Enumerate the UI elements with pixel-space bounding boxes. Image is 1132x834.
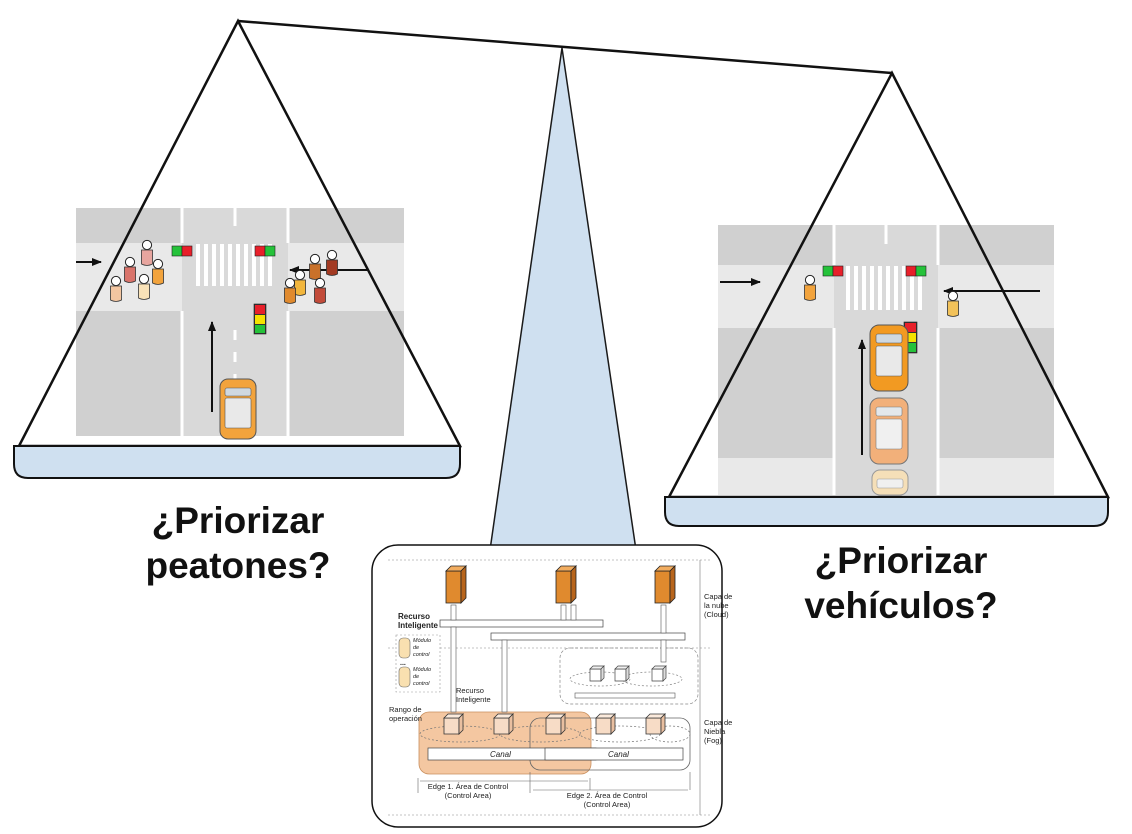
fog-resource-1 (443, 713, 464, 735)
module-label: Módulo (413, 638, 431, 644)
canal-label-1: Canal (490, 750, 511, 759)
left-question-line-1: ¿Priorizar (151, 500, 325, 541)
resource-label: Inteligente (456, 695, 491, 704)
left-question: ¿Priorizar peatones? (118, 498, 358, 588)
pedestrian-light-left (822, 265, 844, 277)
pedestrian-right (947, 290, 959, 317)
right-question-line-1: ¿Priorizar (814, 540, 988, 581)
module-label: control (413, 652, 430, 658)
traffic-light-vehicle (253, 303, 267, 335)
module-label: de (413, 674, 419, 680)
resource-label: Recurso (456, 686, 484, 695)
cloud-resource-2 (555, 565, 577, 604)
pedestrian-left (804, 274, 816, 301)
cloud-layer-label: Capa de (704, 592, 732, 601)
fog-layer-label: (Fog) (704, 736, 722, 745)
module-label: control (413, 681, 430, 687)
module-ellipsis: ... (400, 660, 406, 667)
cloud-layer-label: (Cloud) (704, 610, 729, 619)
pedestrian-light-right (905, 265, 927, 277)
waiting-car (219, 378, 257, 440)
vehicle-priority-intersection (718, 225, 1054, 496)
pedestrian-light-right (254, 245, 276, 257)
module-label: de (413, 645, 419, 651)
cloud-resource-1 (445, 565, 467, 604)
canal-label-2: Canal (608, 750, 629, 759)
fog-layer-label: Capa de (704, 718, 732, 727)
right-question: ¿Priorizar vehículos? (776, 538, 1026, 628)
legend-title: Inteligente (398, 621, 439, 630)
car-front (869, 324, 909, 392)
pedestrian-light-left (171, 245, 193, 257)
left-question-line-2: peatones? (145, 545, 331, 587)
edge-1-label: Edge 1. Área de Control (428, 782, 509, 791)
cloud-resource-3 (654, 565, 676, 604)
edge-2-label: Edge 2. Área de Control (567, 791, 648, 800)
right-scale-pan (664, 496, 1109, 527)
car-middle (869, 397, 909, 465)
legend-title: Recurso (398, 612, 430, 621)
range-label: Rango de (389, 705, 422, 714)
balance-beam (237, 19, 893, 75)
edge-2-label: (Control Area) (584, 800, 631, 809)
edge-1-label: (Control Area) (445, 791, 492, 800)
fog-layer-label: Niebla (704, 727, 726, 736)
car-back (871, 469, 909, 496)
pedestrian-priority-intersection (76, 208, 404, 440)
balance-pillar (489, 47, 637, 551)
module-label: Módulo (413, 667, 431, 673)
fog-resource-5 (645, 713, 666, 735)
left-scale-pan (13, 445, 461, 479)
fog-cloud-architecture-diagram: Recurso Inteligente Módulo de control ..… (371, 544, 732, 828)
fog-resource-3 (545, 713, 566, 735)
right-question-line-2: vehículos? (804, 585, 998, 627)
range-label: operación (389, 714, 422, 723)
legend-recurso-inteligente (395, 634, 441, 693)
fog-resource-4 (595, 713, 616, 735)
cloud-layer-label: la nube (704, 601, 729, 610)
fog-resource-2 (493, 713, 514, 735)
